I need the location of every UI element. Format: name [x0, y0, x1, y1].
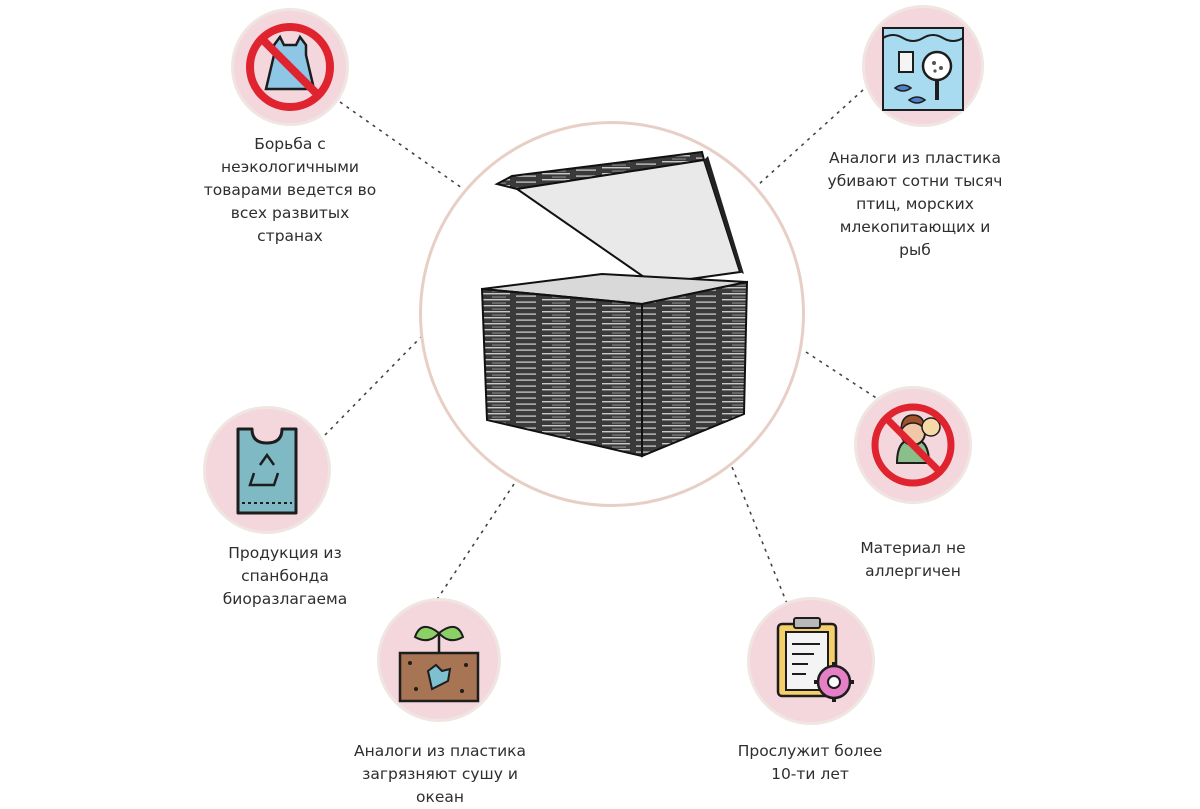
storage-box-illustration [480, 150, 749, 458]
recycle-bag-badge [203, 406, 331, 534]
caption-eco-bag: Продукция из спанбонда биоразлагаема [222, 544, 348, 608]
clipboard-gear-icon [776, 617, 854, 702]
soil-pollution-icon [398, 626, 480, 703]
clipboard-gear-badge [747, 597, 875, 725]
product-image-circle [419, 121, 805, 507]
caption-allergy: Материал не аллергичен [860, 539, 966, 580]
recycle-bag-icon [236, 427, 298, 515]
caption-ban-bag: Борьба с неэкологичными товарами ведется… [203, 135, 377, 245]
no-allergy-badge [854, 386, 972, 504]
no-plastic-bag-badge [231, 8, 349, 126]
soil-pollution-badge [377, 598, 501, 722]
caption-durable: Прослужит более 10-ти лет [737, 742, 883, 783]
ocean-pollution-badge [862, 5, 984, 127]
caption-sea: Аналоги из пластика убивают сотни тысяч … [827, 149, 1003, 259]
caption-soil: Аналоги из пластика загрязняют сушу и ок… [353, 742, 527, 806]
ocean-pollution-icon [882, 27, 964, 111]
no-plastic-bag-icon [246, 23, 334, 111]
no-allergy-icon [871, 403, 955, 487]
